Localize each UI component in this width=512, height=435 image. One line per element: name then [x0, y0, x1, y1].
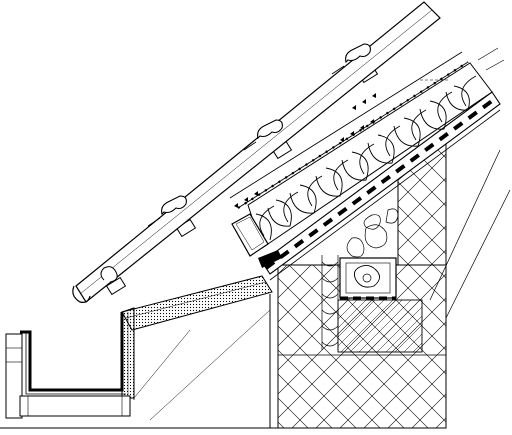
fascia-board [121, 307, 135, 399]
roof-tiles [72, 1, 441, 303]
ventilation-gap [234, 47, 505, 208]
eaves-enclosure [133, 290, 279, 428]
masonry-wall [277, 138, 511, 429]
insulation-column [321, 255, 339, 350]
eaves-batten-box [231, 213, 282, 268]
soffit [121, 275, 273, 331]
rafter [261, 91, 501, 275]
gutter [5, 312, 131, 419]
thermal-insulation [247, 62, 493, 249]
wall-plate [339, 257, 397, 300]
vapour-barrier [269, 109, 501, 281]
